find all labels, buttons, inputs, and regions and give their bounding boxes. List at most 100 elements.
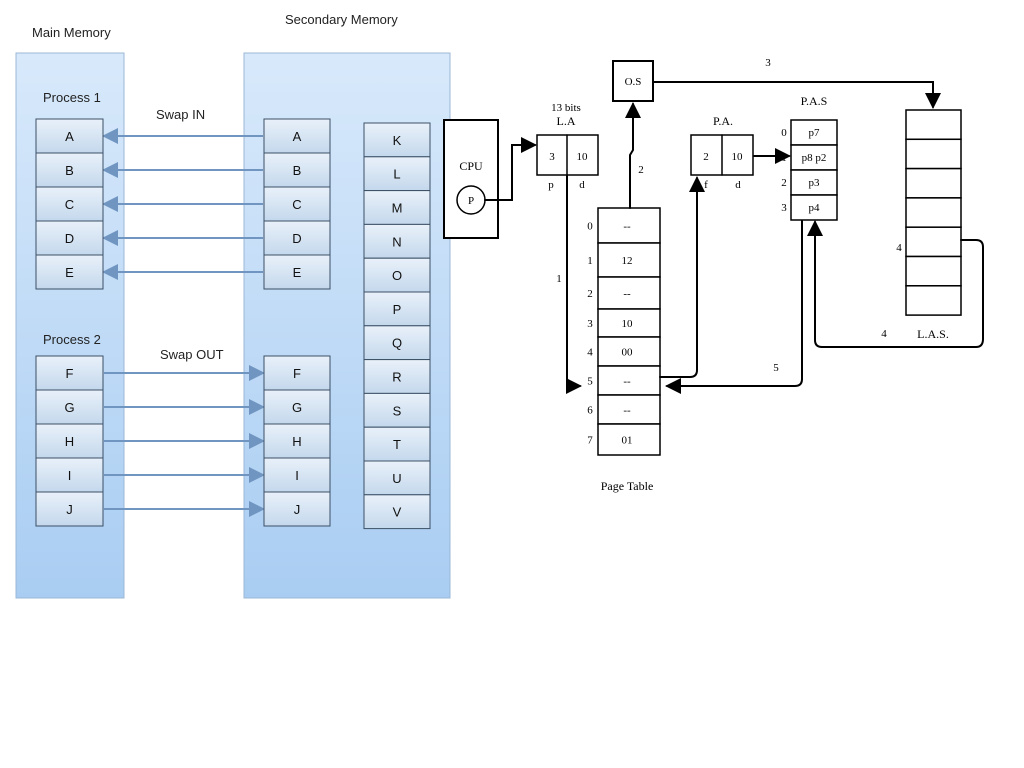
- la-to-page-table-arrow: [566, 175, 582, 394]
- secondary-extra-block-cell: [363, 156, 431, 192]
- las-row: [905, 138, 962, 170]
- pas-row: [790, 119, 838, 146]
- main-memory-block-cell: [35, 491, 104, 527]
- secondary-block-cell: [263, 457, 331, 493]
- cpu-box: [443, 119, 499, 239]
- secondary-block-label: B: [293, 163, 302, 178]
- secondary-extra-block-label: N: [392, 234, 401, 249]
- main-memory-title: Main Memory: [32, 25, 111, 40]
- main-memory-block-label: A: [65, 129, 74, 144]
- secondary-extra-block-label: L: [393, 167, 400, 182]
- secondary-extra-block-label: M: [392, 201, 403, 216]
- pa-offset-value: 10: [732, 151, 744, 163]
- page-table-value: 00: [622, 347, 634, 359]
- secondary-block-label: I: [295, 468, 299, 483]
- secondary-extra-block-cell: [363, 325, 431, 361]
- secondary-extra-block-cell: [363, 291, 431, 327]
- pas-value: p8 p2: [802, 152, 827, 164]
- cpu-label: CPU: [459, 159, 483, 173]
- secondary-block-label: H: [292, 434, 301, 449]
- las-row: [905, 109, 962, 141]
- secondary-extra-block-cell: [363, 392, 431, 428]
- page-table-row: [597, 365, 661, 396]
- pas-row: [790, 169, 838, 196]
- secondary-extra-block-label: U: [392, 471, 401, 486]
- las-row: [905, 197, 962, 228]
- secondary-block-cell: [263, 254, 331, 290]
- secondary-extra-block-label: R: [392, 370, 401, 385]
- main-memory-block-cell: [35, 389, 104, 425]
- page-table-row: [597, 308, 661, 338]
- swapping-diagram: Main Memory Secondary Memory Process 1 P…: [15, 12, 451, 599]
- pas-index: 1: [781, 152, 787, 164]
- secondary-extra-block-label: P: [393, 302, 402, 317]
- page-table-index: 3: [587, 318, 593, 330]
- main-memory-block-cell: [35, 220, 104, 256]
- secondary-block-label: E: [293, 265, 302, 280]
- pas-value: p7: [809, 127, 821, 139]
- page-table-to-pa-arrow: [659, 176, 705, 378]
- la-offset-value: 10: [577, 151, 589, 163]
- secondary-block-cell: [263, 355, 331, 391]
- secondary-extra-block-label: T: [393, 437, 401, 452]
- main-memory-block-cell: [35, 152, 104, 188]
- secondary-block-cell: [263, 389, 331, 425]
- os-to-las-arrow: [653, 81, 941, 109]
- las-row: [905, 285, 962, 316]
- page-table-row: [597, 394, 661, 425]
- pas-label: P.A.S: [801, 94, 828, 108]
- pa-frame-value: 2: [703, 151, 709, 163]
- la-page-sub: p: [548, 179, 554, 191]
- page-table-label: Page Table: [601, 479, 654, 493]
- secondary-block-cell: [263, 491, 331, 527]
- main-memory-block-label: F: [66, 366, 74, 381]
- secondary-block-label: J: [294, 502, 301, 517]
- pas-index: 3: [781, 202, 787, 214]
- step-4-label-las: 4: [896, 242, 902, 254]
- secondary-extra-block-cell: [363, 494, 431, 530]
- secondary-extra-block-cell: [363, 460, 431, 496]
- step-4-label-bottom: 4: [881, 328, 887, 340]
- secondary-block-label: F: [293, 366, 301, 381]
- main-memory-block-cell: [35, 423, 104, 459]
- secondary-block-label: C: [292, 197, 301, 212]
- secondary-extra-block-cell: [363, 190, 431, 225]
- secondary-extra-block-cell: [363, 257, 431, 293]
- step-5-label: 5: [773, 362, 779, 374]
- pas-value: p3: [809, 177, 821, 189]
- secondary-extra-block-label: S: [393, 403, 402, 418]
- step-2-label: 2: [638, 164, 644, 176]
- pas-index: 2: [781, 177, 787, 189]
- page-table-row: [597, 276, 661, 310]
- page-table-value: --: [623, 288, 631, 300]
- la-page-value: 3: [549, 151, 555, 163]
- pa-label: P.A.: [713, 114, 733, 128]
- pas-row: [790, 194, 838, 221]
- las-row: [905, 226, 962, 258]
- page-table-to-os-arrow: [625, 102, 641, 209]
- pa-offset-sub: d: [735, 179, 741, 191]
- logical-address-space: [905, 109, 962, 316]
- main-memory-block-label: E: [65, 265, 74, 280]
- secondary-block-cell: [263, 152, 331, 188]
- page-table-index: 0: [587, 221, 593, 233]
- secondary-block-cell: [263, 118, 331, 154]
- las-row: [905, 167, 962, 199]
- secondary-block-label: D: [292, 231, 301, 246]
- page-table-index: 5: [587, 376, 593, 388]
- process2-label: Process 2: [43, 332, 101, 347]
- process1-label: Process 1: [43, 90, 101, 105]
- secondary-block-label: G: [292, 400, 302, 415]
- os-box: [612, 60, 654, 102]
- main-memory-block-label: B: [65, 163, 74, 178]
- main-memory-block-label: H: [65, 434, 74, 449]
- os-label: O.S: [625, 76, 642, 88]
- page-table-row: [597, 242, 661, 278]
- page-table-value: --: [623, 376, 631, 388]
- page-table-index: 6: [587, 405, 593, 417]
